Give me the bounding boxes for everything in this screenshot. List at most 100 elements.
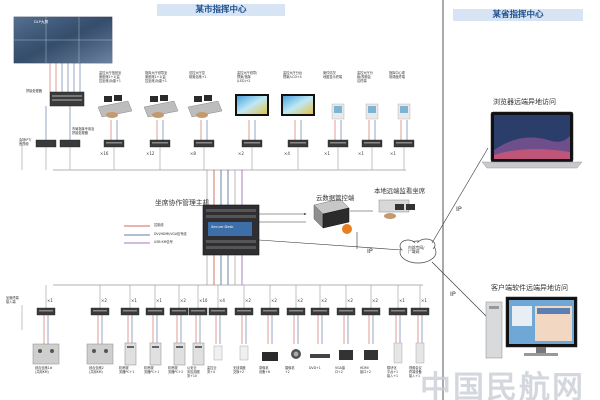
top-device-count: ×1 (358, 151, 364, 156)
top-extender-box (361, 139, 383, 148)
top-device-label: 指挥大厅领导坐 席座席1+1(监 控坐席)功能+1 (145, 71, 168, 83)
bottom-device-icon (213, 345, 223, 361)
bottom-device-label: 机房服 务器PC+1 (119, 366, 135, 374)
bottom-extender-box (120, 307, 140, 316)
bottom-device-icon (262, 352, 278, 361)
top-device-count: ×8 (190, 151, 196, 156)
dlp-screen (13, 16, 113, 64)
legend-video: DVI/HDMI/VGA信号线 (154, 232, 187, 236)
bottom-device-label: HDMI 接口+2 (360, 366, 372, 374)
top-extender-box (393, 139, 415, 148)
bottom-extender-box (310, 307, 330, 316)
input-label: 会场IPT/ 音视频 (19, 138, 32, 146)
ip-bottom: IP (450, 290, 456, 298)
bottom-device-label: 摄像机 +2 (285, 366, 295, 374)
bottom-device-icon (173, 342, 186, 366)
bottom-extender-box (410, 307, 430, 316)
local-remote-seat (378, 199, 415, 219)
top-device-icon (187, 95, 223, 118)
bottom-device-label: 视频会议 终端设备 接入+1 (409, 366, 422, 378)
bottom-device-icon (415, 342, 425, 364)
bottom-device-label: 机房服 务器PC+2 (168, 366, 184, 374)
top-device-count: ×4 (284, 151, 290, 156)
top-device-label: 总控大厅控 制席坐席+1 (189, 71, 207, 79)
host-screen-brand: Secure Desk (211, 225, 234, 229)
bottom-device-count: ×10 (199, 298, 208, 303)
legend-usb: USB KM信号 (154, 240, 173, 244)
top-extender-box (193, 139, 215, 148)
cloud-label: 云数据管控端 (316, 194, 355, 202)
top-extender-box (103, 139, 125, 148)
bottom-device-icon (32, 343, 60, 365)
ip-top: IP (456, 205, 462, 213)
network-label: 内部专网/ 广域网 (408, 245, 425, 254)
bottom-device-label: 公安业 务应用服 务+10 (187, 366, 200, 378)
top-extender-box (327, 139, 349, 148)
bottom-device-count: ×1 (156, 298, 162, 303)
ip-left: IP (367, 247, 373, 255)
bottom-device-count: ×2 (101, 298, 107, 303)
bottom-device-count: ×1 (421, 298, 427, 303)
bottom-extender-box (234, 307, 254, 316)
bottom-extender-box (145, 307, 165, 316)
province-header: 某省指挥中心 (453, 9, 583, 21)
bottom-extender-box (388, 307, 408, 316)
top-device-count: ×16 (100, 151, 109, 156)
bottom-device-icon (310, 354, 330, 358)
bottom-device-icon (364, 350, 378, 360)
watermark: 中国民航网 (420, 370, 585, 400)
bottom-device-icon (124, 342, 137, 366)
bottom-device-count: ×1 (131, 298, 137, 303)
bottom-device-icon (393, 342, 403, 364)
bottom-extender-box (208, 307, 228, 316)
bottom-device-count: ×2 (347, 298, 353, 303)
bottom-extender-box (36, 307, 56, 316)
bottom-device-count: ×2 (372, 298, 378, 303)
bottom-device-label: 录像机 设备+6 (259, 366, 271, 374)
bottom-device-count: ×2 (180, 298, 186, 303)
desktop-pc (485, 296, 578, 359)
top-device-label: 案件情况 地图显示终端 (323, 71, 343, 79)
bottom-device-count: ×2 (297, 298, 303, 303)
top-device-icon (97, 95, 133, 118)
bottom-device-label: 无线调度 交换+2 (233, 366, 246, 374)
host-title: 坐席协作管理主机 (155, 199, 210, 207)
bottom-device-label: 模块化 平台+1 接入+1 (387, 366, 399, 378)
bottom-device-label: DVD+1 (309, 366, 321, 370)
city-header: 某市指挥中心 (157, 4, 285, 16)
bottom-device-count: ×2 (245, 298, 251, 303)
legend-control: 控制线 (154, 223, 164, 227)
top-device-count: ×1 (390, 151, 396, 156)
top-extender-box (149, 139, 171, 148)
top-device-count: ×1 (324, 151, 330, 156)
top-device-icon (143, 95, 179, 118)
top-device-count: ×12 (146, 151, 155, 156)
top-device-label: 监控大厅值班坐 席座席1+1(监 控坐席)功能+1 (99, 71, 122, 83)
top-device-count: ×2 (238, 151, 244, 156)
top-device-label: 监控大厅分台 预案/LCD+4 (283, 71, 303, 79)
network-cloud (399, 238, 437, 264)
bottom-extender-box (260, 307, 280, 316)
bottom-device-label: 机房服 务器PC+1 (144, 366, 160, 374)
bottom-extender-box (286, 307, 306, 316)
bottom-device-count: ×2 (271, 298, 277, 303)
laptop (481, 111, 583, 169)
bottom-device-icon (339, 350, 353, 360)
top-device-icon (331, 103, 345, 120)
bottom-device-count: ×2 (321, 298, 327, 303)
browser-label: 浏览器远端异地访问 (493, 98, 556, 106)
bottom-device-icon (291, 349, 301, 359)
bottom-device-label: 综合坐席1# (共用KM) (35, 366, 53, 374)
splicer-note: 市局指挥专用及 拼接处理器 (72, 127, 95, 135)
bottom-device-label: 监控业 务+4 (207, 366, 217, 374)
top-device-label: 监控大厅领导/ 预案/指挥 (LED)+2 (237, 71, 258, 83)
local-remote-label: 本地远端监看坐席 (374, 187, 426, 195)
top-extender-box (241, 139, 263, 148)
client-label: 客户端软件远端异地访问 (491, 284, 568, 292)
top-extender-box (287, 139, 309, 148)
bottom-extender-box (90, 307, 110, 316)
center-host (202, 170, 260, 285)
bottom-device-count: ×1 (47, 298, 53, 303)
